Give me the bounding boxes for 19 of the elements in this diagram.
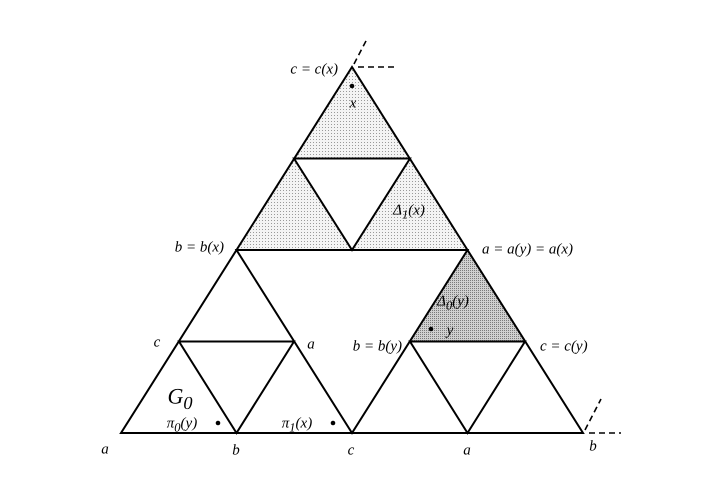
math-label: b = b(y) — [352, 340, 402, 354]
math-label: c = c(x) — [290, 62, 338, 78]
math-label: b = b(x) — [174, 240, 224, 256]
math-label: x — [350, 96, 356, 112]
math-label: Δ$_{1}$(x) — [393, 203, 425, 221]
math-label: c — [348, 444, 354, 458]
math-label: G$_{0}$ — [167, 386, 193, 412]
math-label: π$_{1}$(x) — [282, 416, 312, 434]
math-label: b — [232, 444, 240, 458]
math-label: a — [101, 442, 109, 458]
math-label: a — [463, 444, 471, 458]
math-label: Δ$_{0}$(y) — [437, 294, 469, 312]
math-label: a = a(y) = a(x) — [482, 242, 574, 258]
math-label: c = c(y) — [540, 340, 588, 354]
math-label: b — [589, 440, 597, 454]
math-label: a — [307, 338, 315, 352]
math-label: y — [446, 324, 454, 338]
math-label: π$_{0}$(y) — [166, 416, 198, 434]
math-label: c — [154, 336, 160, 350]
